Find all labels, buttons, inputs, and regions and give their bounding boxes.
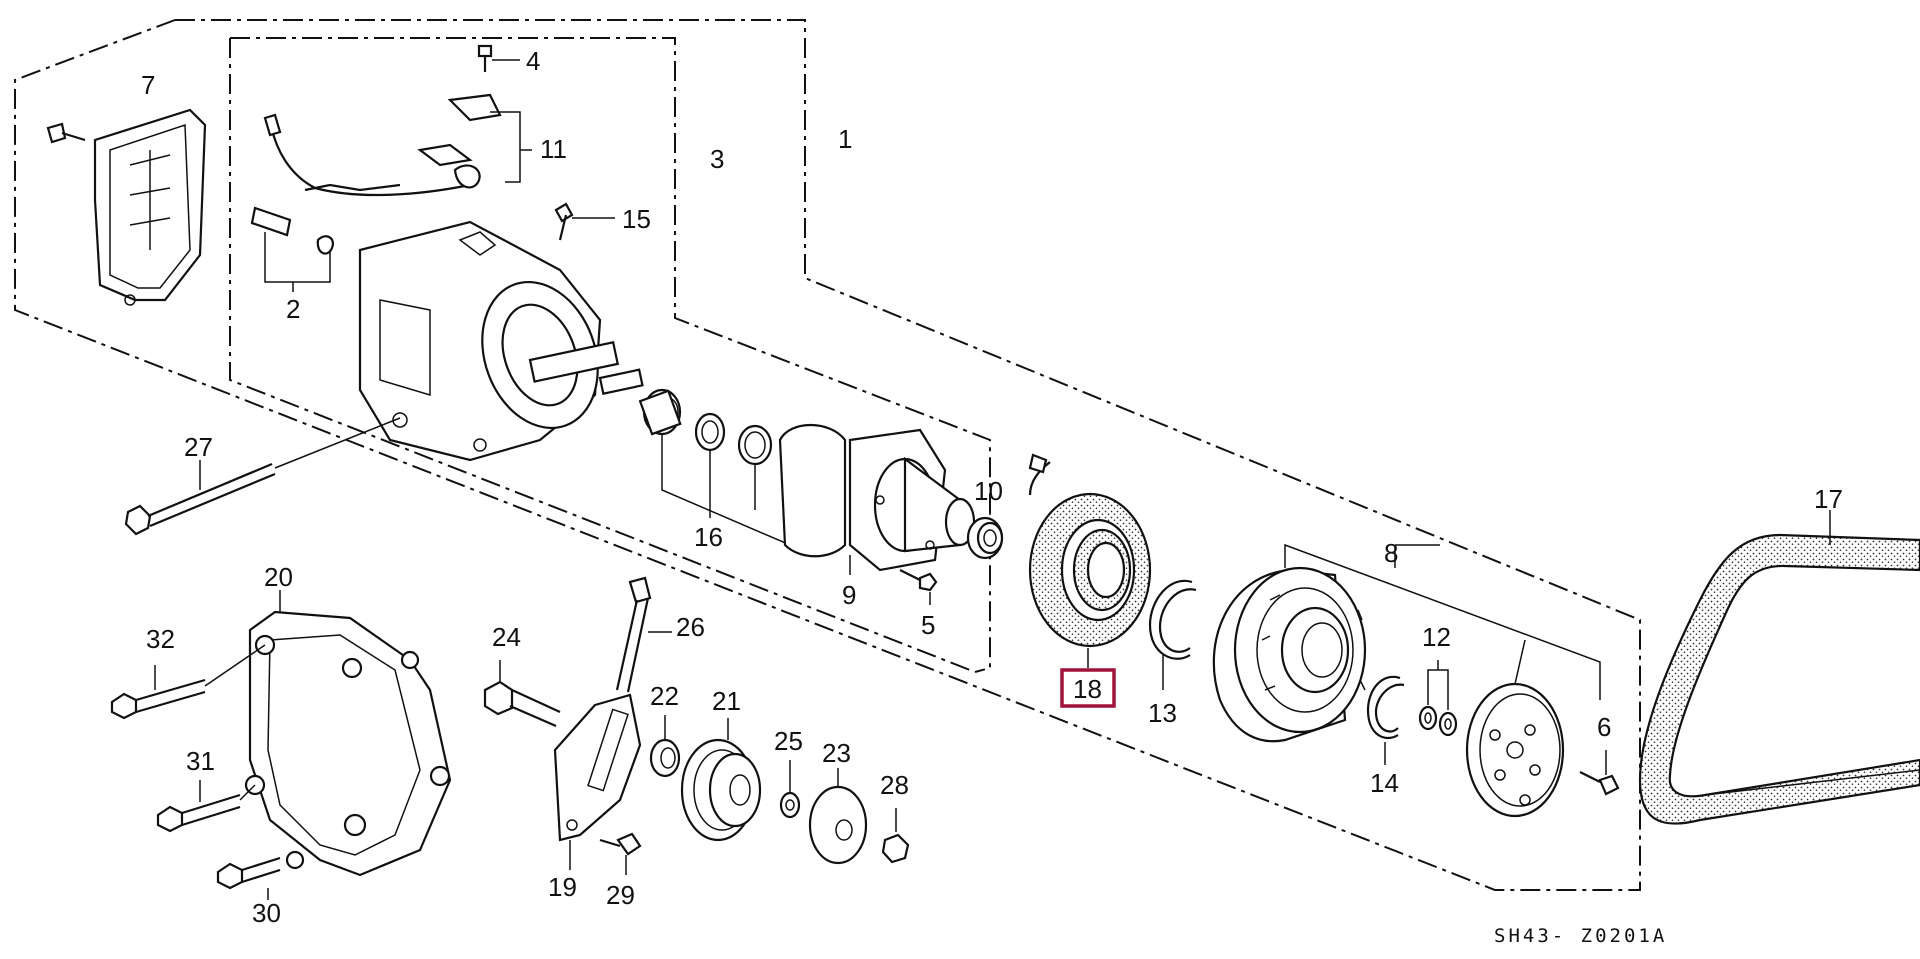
part-4-bolt <box>477 44 520 72</box>
callout-14[interactable]: 14 <box>1370 768 1399 798</box>
part-32-bolt <box>110 644 266 720</box>
part-24-pivot-bolt <box>483 660 561 728</box>
armature-plate <box>1465 639 1565 818</box>
callout-29[interactable]: 29 <box>606 880 635 910</box>
callout-26[interactable]: 26 <box>676 612 705 642</box>
part-6-bolt <box>1579 750 1620 796</box>
callout-5[interactable]: 5 <box>921 610 935 640</box>
callout-18[interactable]: 18 <box>1073 674 1102 704</box>
callout-labels: 1 2 3 4 5 6 7 8 9 10 11 12 13 14 15 16 1… <box>141 46 1843 928</box>
callout-1[interactable]: 1 <box>838 124 852 154</box>
callout-23[interactable]: 23 <box>822 738 851 768</box>
callout-28[interactable]: 28 <box>880 770 909 800</box>
part-15-stud <box>554 202 615 241</box>
compressor-body <box>358 220 644 462</box>
callout-9[interactable]: 9 <box>842 580 856 610</box>
callout-13[interactable]: 13 <box>1148 698 1177 728</box>
part-31-bolt <box>156 780 256 833</box>
callout-7[interactable]: 7 <box>141 70 155 100</box>
highlight-box <box>1060 668 1116 708</box>
callout-2[interactable]: 2 <box>286 294 300 324</box>
part-30-bolt <box>216 856 281 900</box>
part-10-bearing <box>966 505 1004 560</box>
callout-20[interactable]: 20 <box>264 562 293 592</box>
part-22-collar <box>649 715 681 778</box>
callout-31[interactable]: 31 <box>186 746 215 776</box>
callout-4[interactable]: 4 <box>526 46 540 76</box>
callout-11[interactable]: 11 <box>540 134 567 164</box>
callout-10[interactable]: 10 <box>974 476 1003 506</box>
assembly-boundary-3 <box>229 37 991 673</box>
callout-15[interactable]: 15 <box>622 204 651 234</box>
part-9-front-housing <box>778 423 976 575</box>
part-16-shaft-seal-kit <box>638 388 791 547</box>
callout-19[interactable]: 19 <box>548 872 577 902</box>
part-26-adjust-bolt <box>615 576 672 693</box>
part-12-shims <box>1418 660 1458 737</box>
part-11-wire-harness <box>263 93 532 197</box>
callout-18-highlight[interactable]: 18 <box>1060 668 1116 708</box>
callout-17[interactable]: 17 <box>1814 484 1843 514</box>
part-13-snap-ring <box>1148 579 1197 690</box>
callout-21[interactable]: 21 <box>712 686 741 716</box>
callout-6[interactable]: 6 <box>1597 712 1611 742</box>
part-14-snap-ring <box>1366 675 1405 765</box>
callout-27[interactable]: 27 <box>184 432 213 462</box>
part-19-adjuster-bracket <box>553 693 642 870</box>
part-25-washer <box>779 760 801 819</box>
drawing-code: SH43- Z0201A <box>1494 925 1667 947</box>
part-8-pulley-assembly <box>1212 543 1601 743</box>
part-21-idler-pulley <box>680 718 762 842</box>
part-29-bolt <box>599 832 642 875</box>
part-5-bolt <box>899 569 938 605</box>
callout-25[interactable]: 25 <box>774 726 803 756</box>
part-17-drive-belt <box>1638 510 1920 825</box>
part-28-nut <box>881 808 910 864</box>
callout-32[interactable]: 32 <box>146 624 175 654</box>
part-20-mounting-bracket <box>244 590 452 877</box>
part-27-bolt <box>124 417 401 536</box>
callout-30[interactable]: 30 <box>252 898 281 928</box>
callout-8[interactable]: 8 <box>1384 538 1398 568</box>
callout-16[interactable]: 16 <box>694 522 723 552</box>
part-7-heat-shield <box>46 108 207 306</box>
part-2-pressure-switch <box>250 206 334 292</box>
part-18-field-coil <box>1028 453 1152 668</box>
callout-24[interactable]: 24 <box>492 622 521 652</box>
part-23-cover <box>808 768 868 865</box>
callout-12[interactable]: 12 <box>1422 622 1451 652</box>
assembly-boundary-1 <box>14 19 1641 891</box>
callout-22[interactable]: 22 <box>650 681 679 711</box>
callout-3[interactable]: 3 <box>710 144 724 174</box>
